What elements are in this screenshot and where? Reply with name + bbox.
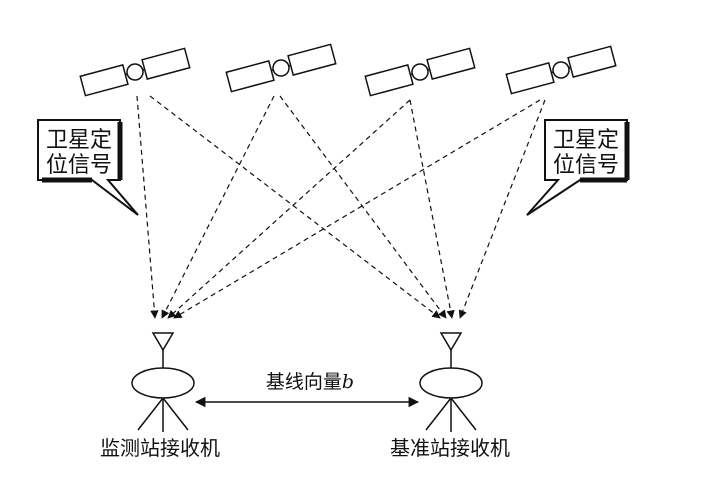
signal-rays-reference [149, 95, 546, 319]
ray-sat3-reference [409, 99, 455, 319]
callout-right: 卫星定 位信号 [526, 119, 630, 216]
antenna-icon [151, 332, 175, 352]
reference-receiver: 基准站接收机 [390, 332, 510, 460]
baseline-symbol: b [342, 371, 354, 393]
ray-sat2-reference [279, 95, 447, 319]
satellite-4 [505, 45, 617, 95]
callout-left-line2: 位信号 [46, 153, 112, 178]
callout-left-line1: 卫星定 [46, 128, 112, 153]
signal-rays-monitor [136, 95, 541, 319]
ray-sat4-reference [458, 99, 546, 319]
satellite-1 [79, 47, 191, 97]
ray-sat3-monitor [167, 99, 411, 319]
callout-right-line1: 卫星定 [553, 128, 619, 153]
satellite-3 [364, 47, 476, 97]
callout-left: 卫星定 位信号 [37, 119, 139, 216]
ray-sat1-reference [149, 95, 441, 319]
reference-receiver-label: 基准站接收机 [390, 436, 510, 460]
antenna-icon [439, 332, 463, 352]
monitor-receiver: 监测站接收机 [100, 332, 220, 460]
baseline-label: 基线向量b [266, 371, 354, 393]
satellite-2 [225, 43, 337, 93]
ray-sat2-monitor [161, 95, 275, 319]
baseline-vector: 基线向量b [194, 371, 420, 408]
ray-sat1-monitor [136, 95, 159, 319]
callout-right-line2: 位信号 [553, 153, 619, 178]
monitor-receiver-label: 监测站接收机 [100, 436, 220, 460]
ray-sat4-monitor [173, 99, 541, 319]
